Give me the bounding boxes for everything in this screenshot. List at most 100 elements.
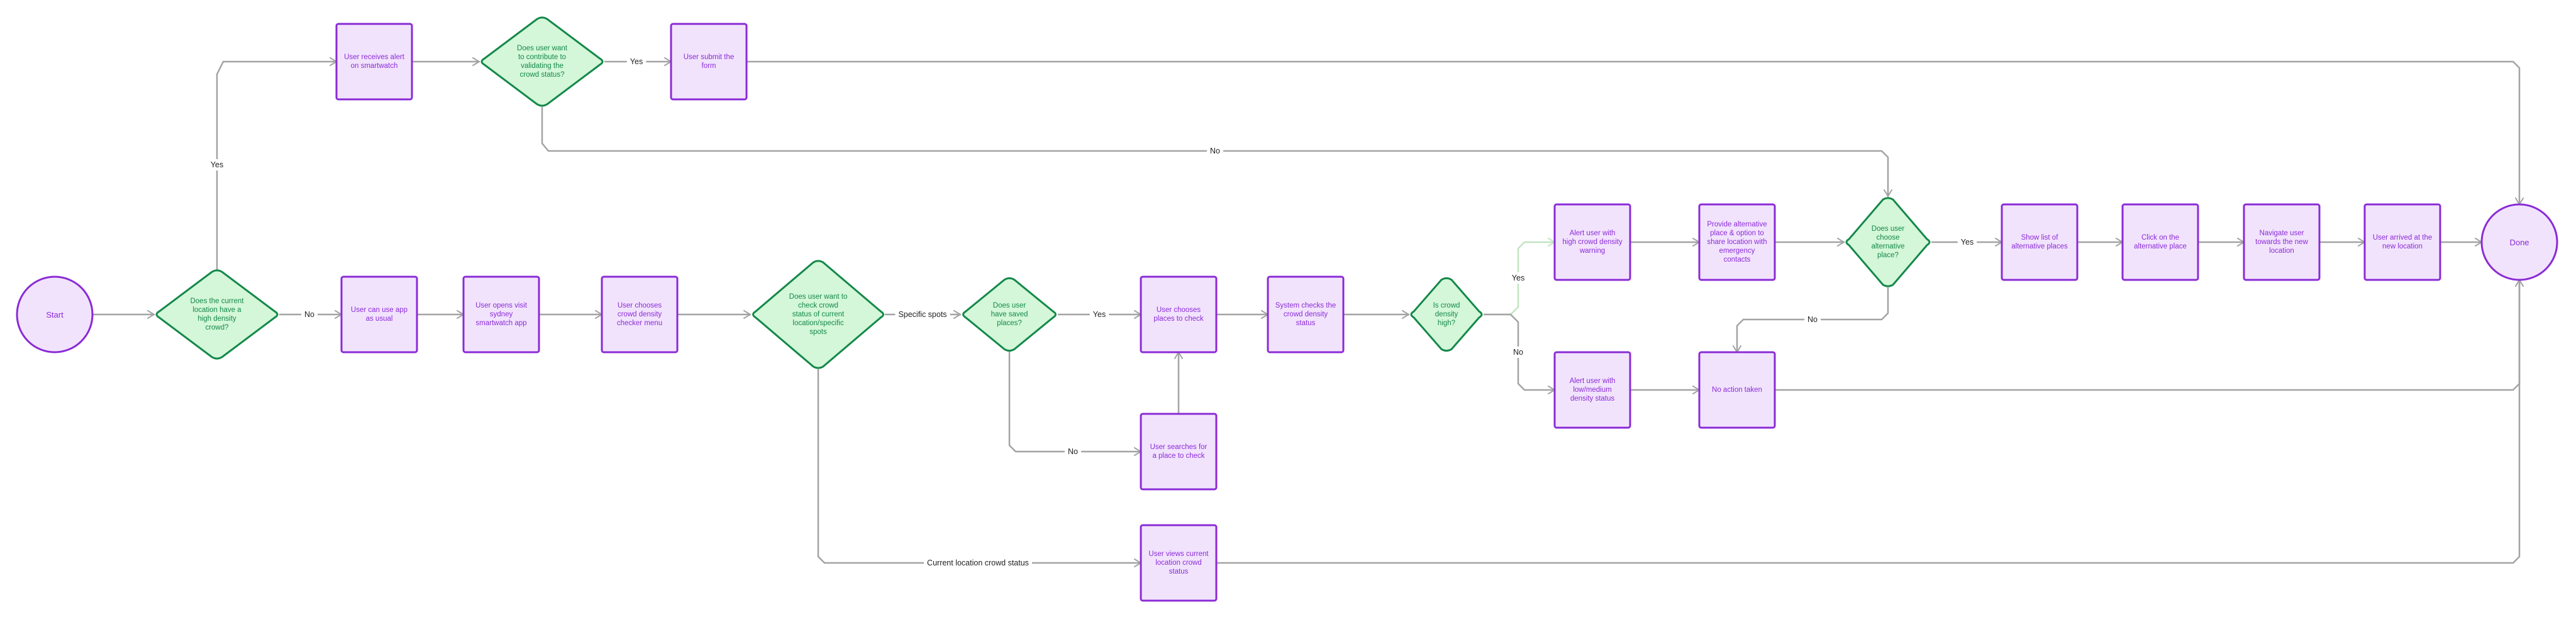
node-label-line: alternative [1871, 243, 1904, 250]
node-label-line: warning [1579, 247, 1605, 255]
connector-label-background [1804, 314, 1821, 325]
connector-q3-current [817, 369, 1142, 567]
process-box [1267, 275, 1345, 353]
process-box [601, 275, 679, 353]
node-label-line: place? [1877, 252, 1899, 259]
connector-q4-no [1008, 351, 1142, 456]
node-label-line: contacts [1724, 256, 1751, 264]
connector-label-text: Yes [630, 57, 643, 66]
connector-label-background [1508, 272, 1528, 284]
node-label: No action taken [1712, 386, 1762, 394]
connector-label-background [1065, 446, 1082, 457]
connector-noaction-to-done [1774, 279, 2524, 391]
node-label-line: validating the [521, 62, 564, 70]
node-label-line: checker menu [617, 320, 662, 327]
node-label-line: User receives alert [344, 53, 405, 61]
node-label-line: towards the new [2255, 238, 2308, 246]
connector-label-background [1957, 236, 1977, 248]
connector-label-text: Yes [1093, 310, 1106, 319]
connector-label-q1-no: No [301, 309, 318, 320]
node-label-line: Show list of [2021, 234, 2059, 242]
connector-submit-to-done [745, 60, 2524, 206]
decision-diamond [1410, 277, 1483, 352]
node-label-line: location have a [192, 306, 242, 314]
connector-label-text: No [1068, 447, 1078, 456]
node-label-line: emergency [1719, 247, 1755, 255]
node-label-line: on smartwatch [351, 62, 398, 70]
node-label-line: high? [1438, 320, 1455, 327]
node-label-line: a place to check [1152, 452, 1204, 460]
node-label-line: Provide alternative [1707, 221, 1767, 228]
connector-label-text: Yes [1512, 274, 1524, 282]
process-box [335, 23, 413, 101]
process-box [670, 23, 748, 101]
node-label-line: User chooses [1157, 306, 1201, 314]
connector-label-background [1089, 309, 1109, 320]
node-label-line: User opens visit [475, 302, 528, 309]
node-start[interactable]: Start [16, 275, 94, 353]
connector-label-text: Yes [1961, 238, 1974, 247]
node-no-action[interactable]: No action taken [1698, 351, 1776, 429]
connector-view-to-done [1215, 279, 2524, 564]
node-label-line: crowd density [618, 311, 662, 318]
node-done[interactable]: Done [2480, 203, 2558, 281]
node-label-line: location [2269, 247, 2294, 255]
node-label-line: form [702, 62, 716, 70]
connector-q1-yes [216, 57, 338, 270]
node-label-line: places? [997, 320, 1022, 327]
node-label-line: Does user want [517, 45, 568, 52]
node-label-line: Done [2509, 238, 2529, 247]
process-box [1553, 203, 1631, 281]
connector-label-q6-no: No [1804, 314, 1821, 325]
node-label-line: location crowd [1155, 559, 1202, 567]
node-label-line: Does user [993, 302, 1026, 309]
node-label-line: sydney [490, 311, 513, 318]
node-label-line: density status [1570, 395, 1615, 403]
process-box [2363, 203, 2441, 281]
node-label-line: crowd? [205, 324, 228, 331]
node-label-line: places to check [1153, 315, 1204, 323]
node-label-line: User arrived at the [2373, 234, 2433, 242]
node-label-line: crowd density [1284, 311, 1328, 318]
node-label-line: Does the current [190, 297, 244, 305]
node-label-line: Alert user with [1570, 377, 1616, 385]
terminal-circle [16, 275, 94, 353]
node-label-line: crowd status? [520, 71, 565, 79]
node-label-line: low/medium [1573, 386, 1611, 394]
